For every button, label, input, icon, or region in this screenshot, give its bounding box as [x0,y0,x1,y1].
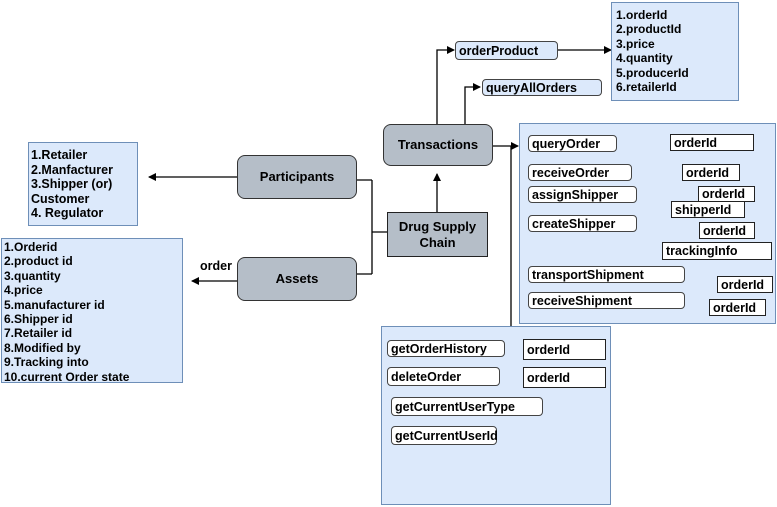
assign-shipper-box: assignShipper [528,186,637,203]
participant-item: 3.Shipper (or) [31,177,113,192]
asset-item: 5.manufacturer id [4,297,105,312]
get-current-user-id-box: getCurrentUserId [391,426,498,445]
asset-item: 2.product id [4,254,73,269]
participants-node: Participants [237,155,357,199]
order-product-field: 4.quantity [616,51,673,66]
receive-order-label: receiveOrder [532,166,610,180]
order-product-field: 1.orderId [616,8,668,22]
order-product-field: 5.producerId [616,65,689,80]
asset-item: 9.Tracking into [4,355,89,370]
drug-supply-chain-label: Drug Supply Chain [398,218,477,250]
query-all-orders-box: queryAllOrders [482,79,602,96]
get-order-history-box: getOrderHistory [387,340,505,357]
order-product-field: 6.retailerId [616,80,677,95]
asset-item: 4.price [4,283,43,298]
asset-item: 6.Shipper id [4,312,73,327]
participant-item: Customer [31,191,90,206]
participant-item: 1.Retailer [31,148,88,162]
order-product-field: 3.price [616,36,655,51]
assign-shipper-arg-shipper: shipperId [671,201,745,218]
get-current-user-id-label: getCurrentUserId [395,429,498,443]
transport-shipment-arg: orderId [717,276,773,293]
get-current-user-type-box: getCurrentUserType [391,397,543,416]
participant-item: 4. Regulator [31,206,104,221]
receive-order-box: receiveOrder [528,164,632,181]
delete-order-arg: orderId [523,367,606,388]
order-product-fields: 1.orderId 2.productId 3.price 4.quantity… [611,2,739,101]
asset-item: 7.Retailer id [4,326,73,341]
asset-item: 3.quantity [4,268,61,283]
receive-shipment-box: receiveShipment [528,292,685,309]
asset-item: 10.current Order state [4,369,130,384]
query-order-box: queryOrder [528,135,617,152]
participant-item: 2.Manfacturer [31,162,113,177]
get-current-user-type-label: getCurrentUserType [395,400,515,414]
asset-item: 1.Orderid [4,240,58,254]
delete-order-box: deleteOrder [387,367,500,386]
assets-node: Assets [237,257,357,301]
order-product-label: orderProduct [459,44,539,58]
get-order-history-label: getOrderHistory [391,342,487,356]
assign-shipper-label: assignShipper [532,188,619,202]
transport-shipment-label: transportShipment [532,268,644,282]
assets-list: 1.Orderid 2.product id 3.quantity 4.pric… [1,238,183,384]
create-shipper-box: createShipper [528,215,637,232]
get-order-history-arg: orderId [523,339,606,360]
create-shipper-label: createShipper [532,217,616,231]
participants-list: 1.Retailer 2.Manfacturer 3.Shipper (or) … [28,142,138,226]
participants-label: Participants [259,169,335,184]
query-order-arg: orderId [670,134,754,151]
receive-order-arg: orderId [682,164,740,181]
create-shipper-arg-order: orderId [699,222,755,239]
delete-order-label: deleteOrder [391,370,462,384]
receive-shipment-arg: orderId [709,299,766,316]
transactions-node: Transactions [383,124,493,166]
query-all-orders-label: queryAllOrders [486,81,578,95]
order-edge-label: order [200,259,232,273]
assign-shipper-arg-order: orderId [698,186,755,202]
transactions-label: Transactions [397,137,479,152]
create-shipper-arg-tracking: trackingInfo [662,242,772,260]
transport-shipment-box: transportShipment [528,266,685,283]
asset-item: 8.Modified by [4,340,81,355]
drug-supply-chain-node: Drug Supply Chain [387,212,488,257]
order-product-box: orderProduct [455,41,558,60]
receive-shipment-label: receiveShipment [532,294,633,308]
order-product-field: 2.productId [616,22,682,37]
query-order-label: queryOrder [532,137,601,151]
assets-label: Assets [275,271,319,286]
